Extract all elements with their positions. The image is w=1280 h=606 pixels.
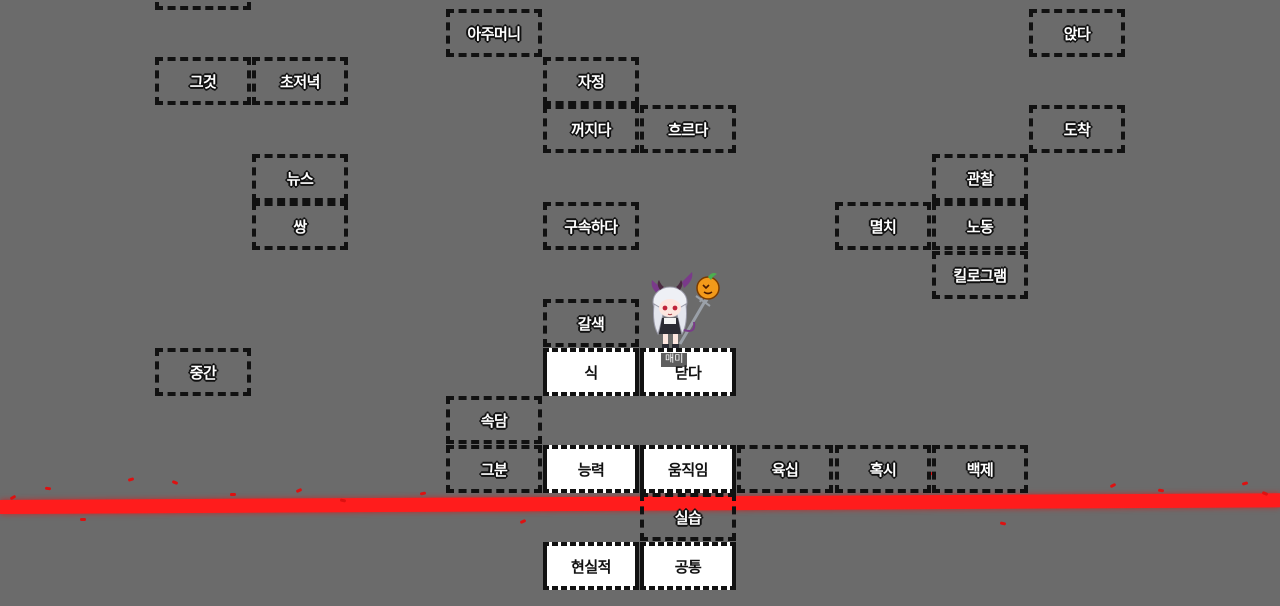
word-tile[interactable]: 자정 <box>543 57 639 105</box>
spark <box>79 517 87 522</box>
word-tile[interactable]: 움직임 <box>640 445 736 493</box>
tile-word: 공통 <box>674 557 702 576</box>
word-tile[interactable]: 노동 <box>932 202 1028 250</box>
word-tile[interactable]: 닫다 <box>640 348 736 396</box>
player-name-tag: 매미 <box>661 353 688 367</box>
tile-word: 관찰 <box>966 169 994 188</box>
word-tile[interactable]: 꺼지다 <box>543 105 639 153</box>
word-tile[interactable]: 흐르다 <box>640 105 736 153</box>
word-tile[interactable]: 실습 <box>640 493 736 541</box>
spark <box>519 518 527 525</box>
spark <box>127 477 135 482</box>
word-tile[interactable] <box>155 0 251 10</box>
tile-word: 혹시 <box>869 460 897 479</box>
word-tile[interactable]: 도착 <box>1029 105 1125 153</box>
tile-word: 닫다 <box>674 363 702 382</box>
tile-word: 앉다 <box>1063 24 1091 43</box>
tile-word: 꺼지다 <box>571 120 611 139</box>
player-character <box>651 272 720 348</box>
spark <box>419 491 427 496</box>
tile-word: 뉴스 <box>286 169 314 188</box>
word-tile[interactable]: 공통 <box>640 542 736 590</box>
word-tile[interactable]: 갈색 <box>543 299 639 347</box>
word-tile[interactable]: 관찰 <box>932 154 1028 202</box>
word-tile[interactable]: 현실적 <box>543 542 639 590</box>
tile-word: 능력 <box>577 460 605 479</box>
tile-word: 초저녁 <box>280 72 320 91</box>
word-tile[interactable]: 식 <box>543 348 639 396</box>
word-tile[interactable]: 아주머니 <box>446 9 542 57</box>
word-tile[interactable]: 능력 <box>543 445 639 493</box>
tile-word: 중간 <box>189 363 217 382</box>
tile-word: 속담 <box>480 411 508 430</box>
word-tile[interactable]: 초저녁 <box>252 57 348 105</box>
spark <box>229 492 237 497</box>
spark <box>171 480 179 485</box>
tile-word: 흐르다 <box>668 120 708 139</box>
tile-word: 킬로그램 <box>953 266 1007 285</box>
word-tile[interactable]: 뉴스 <box>252 154 348 202</box>
spark <box>999 521 1007 526</box>
tile-word: 육십 <box>771 460 799 479</box>
tile-word: 움직임 <box>668 460 708 479</box>
spark <box>1241 481 1249 486</box>
spark <box>44 486 52 491</box>
tile-word: 노동 <box>966 217 994 236</box>
word-tile[interactable]: 중간 <box>155 348 251 396</box>
spark <box>295 487 303 494</box>
tile-word: 도착 <box>1063 120 1091 139</box>
spark <box>1157 488 1165 493</box>
tile-word: 그것 <box>189 72 217 91</box>
tile-word: 식 <box>584 363 598 382</box>
tile-word: 현실적 <box>571 557 611 576</box>
word-tile[interactable]: 그것 <box>155 57 251 105</box>
tile-word: 멸치 <box>869 217 897 236</box>
word-tile[interactable]: 혹시 <box>835 445 931 493</box>
spark <box>1109 482 1117 489</box>
word-tile[interactable]: 구속하다 <box>543 202 639 250</box>
word-tile[interactable]: 멸치 <box>835 202 931 250</box>
tile-word: 자정 <box>577 72 605 91</box>
tile-word: 그분 <box>480 460 508 479</box>
tile-word: 실습 <box>674 508 702 527</box>
word-tile[interactable]: 그분 <box>446 445 542 493</box>
tile-word: 구속하다 <box>564 217 618 236</box>
word-tile[interactable]: 쌍 <box>252 202 348 250</box>
word-tile[interactable]: 육십 <box>737 445 833 493</box>
tile-word: 백제 <box>966 460 994 479</box>
word-tile[interactable]: 속담 <box>446 396 542 444</box>
word-tile[interactable]: 킬로그램 <box>932 251 1028 299</box>
tile-word: 아주머니 <box>467 24 521 43</box>
tile-word: 갈색 <box>577 314 605 333</box>
tile-word: 쌍 <box>293 217 307 236</box>
word-tile[interactable]: 앉다 <box>1029 9 1125 57</box>
word-tile[interactable]: 백제 <box>932 445 1028 493</box>
